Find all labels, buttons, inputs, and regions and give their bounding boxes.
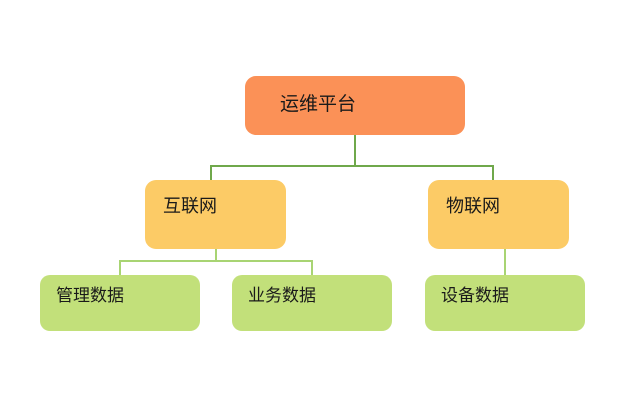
node-management-data[interactable]: 管理数据 xyxy=(40,275,200,331)
edge-internet-to-biz-data xyxy=(311,260,313,276)
node-internet-label: 互联网 xyxy=(163,196,217,217)
node-root-platform-label: 运维平台 xyxy=(280,93,357,115)
node-device-data[interactable]: 设备数据 xyxy=(425,275,585,331)
node-business-data-label: 业务数据 xyxy=(248,286,316,306)
node-iot[interactable]: 物联网 xyxy=(428,180,569,249)
node-iot-label: 物联网 xyxy=(446,196,500,217)
node-device-data-label: 设备数据 xyxy=(441,286,509,306)
node-business-data[interactable]: 业务数据 xyxy=(232,275,392,331)
edge-root-to-internet xyxy=(210,165,212,181)
edge-root-bus xyxy=(210,165,494,167)
edge-internet-bus xyxy=(119,260,313,262)
edge-internet-to-mgmt-data xyxy=(119,260,121,276)
node-internet[interactable]: 互联网 xyxy=(145,180,286,249)
edge-internet-stem xyxy=(215,249,217,262)
node-management-data-label: 管理数据 xyxy=(56,286,124,306)
node-root-platform[interactable]: 运维平台 xyxy=(245,76,465,135)
edge-iot-to-device-data xyxy=(504,249,506,276)
edge-root-stem xyxy=(354,135,356,166)
edge-root-to-iot xyxy=(492,165,494,181)
